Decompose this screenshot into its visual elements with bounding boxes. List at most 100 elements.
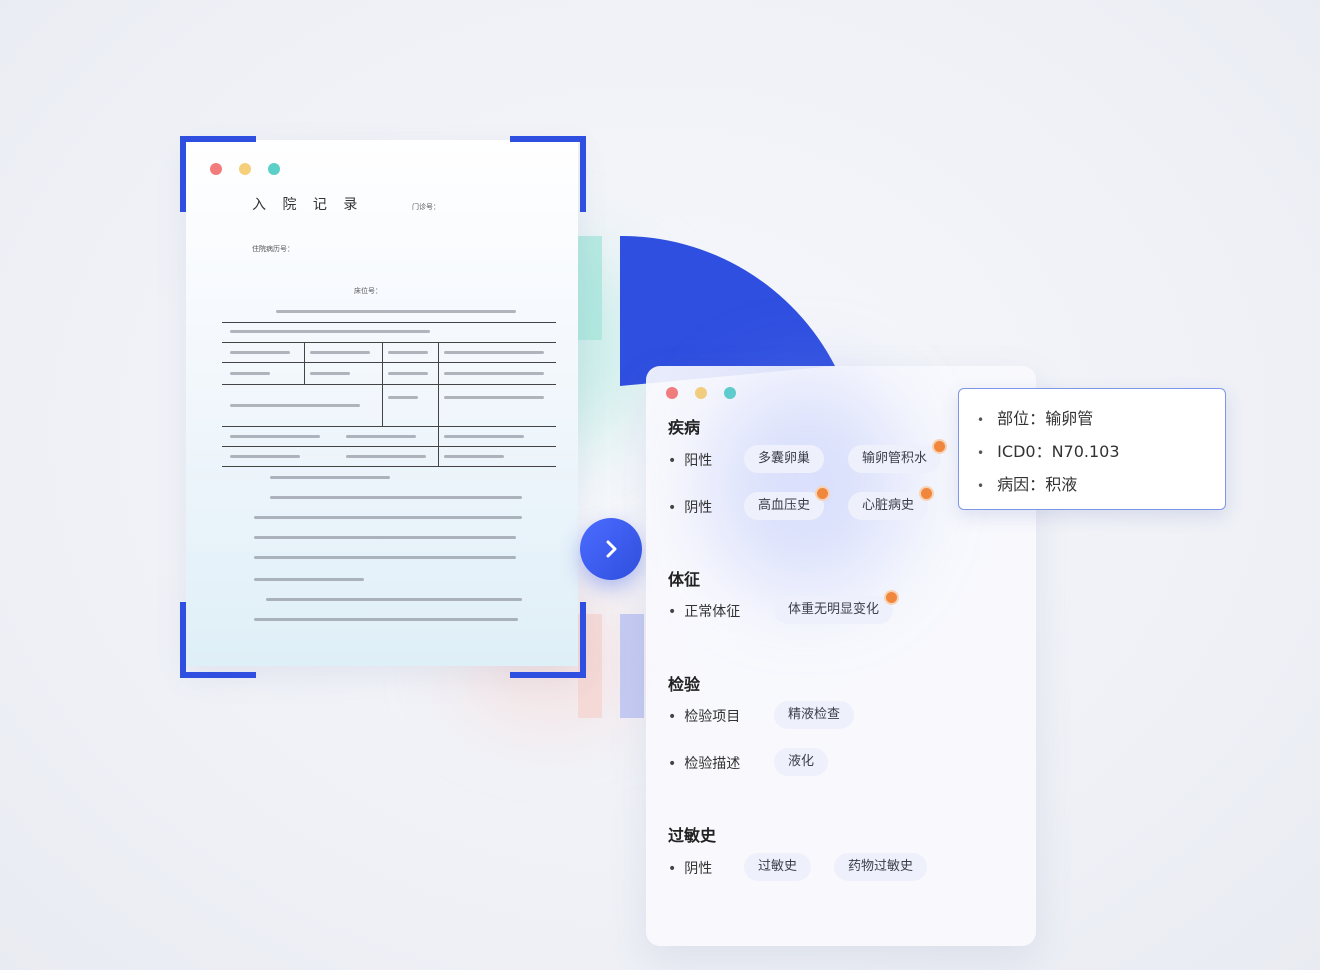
- tag-text: 过敏史: [758, 859, 798, 874]
- tag-hypertension-history[interactable]: 高血压史: [744, 486, 831, 520]
- section-title-disease: 疾病: [668, 418, 701, 437]
- tag-allergy-history[interactable]: 过敏史: [744, 853, 812, 881]
- doc-text-line: [444, 435, 524, 438]
- scan-corner-top-left: [180, 136, 256, 212]
- tag-text: 液化: [788, 754, 815, 769]
- popover-cause-value: 积液: [1045, 475, 1078, 494]
- doc-text-line: [310, 372, 350, 375]
- document-title: 入 院 记 录: [252, 197, 364, 213]
- tag-semen-test[interactable]: 精液检查: [774, 701, 855, 729]
- table-rule: [222, 426, 556, 427]
- popover-site-row: 部位：输卵管: [977, 405, 1093, 429]
- doc-text-line: [230, 404, 360, 407]
- doc-paragraph-line: [254, 516, 522, 519]
- dot-teal: [724, 387, 736, 399]
- popover-icd-value: N70.103: [1051, 442, 1120, 461]
- table-rule: [222, 342, 556, 343]
- badge-dot: [815, 486, 831, 501]
- window-dots: [210, 160, 297, 179]
- dot-yellow: [695, 387, 707, 399]
- popover-site-label: 部位：: [997, 409, 1046, 428]
- scan-corner-bottom-left: [180, 602, 256, 678]
- tag-text: 精液检查: [788, 707, 841, 722]
- badge-dot: [932, 439, 948, 454]
- doc-text-line: [310, 351, 370, 354]
- tag-weight-stable[interactable]: 体重无明显变化: [774, 590, 900, 624]
- table-rule: [222, 362, 556, 363]
- popover-cause-row: 病因：积液: [977, 471, 1077, 495]
- panel-glow: [706, 376, 906, 596]
- dot-yellow: [239, 163, 251, 175]
- document-header-right: 门诊号：: [412, 202, 440, 212]
- doc-text-line: [444, 455, 504, 458]
- section-title-tests: 检验: [668, 675, 701, 694]
- tag-drug-allergy-history[interactable]: 药物过敏史: [834, 853, 928, 881]
- doc-paragraph-line: [254, 618, 518, 621]
- row-label-test-description: 检验描述: [668, 753, 740, 773]
- tag-hydrosalpinx[interactable]: 输卵管积水: [848, 439, 948, 473]
- bed-no-label: 床位号：: [354, 287, 382, 295]
- dot-red: [210, 163, 222, 175]
- table-rule: [222, 466, 556, 467]
- popover-site-value: 输卵管: [1045, 409, 1094, 428]
- table-rule: [222, 446, 556, 447]
- doc-text-line: [346, 455, 426, 458]
- tag-text: 药物过敏史: [848, 859, 914, 874]
- tag-text: 体重无明显变化: [788, 602, 880, 617]
- doc-paragraph-line: [266, 598, 522, 601]
- scan-corner-top-right: [510, 136, 586, 212]
- medical-document-card: 入 院 记 录 门诊号： 住院病历号： 床位号：: [186, 140, 578, 666]
- table-rule: [222, 384, 556, 385]
- tag-text: 心脏病史: [862, 498, 915, 513]
- doc-text-line: [388, 396, 418, 399]
- doc-text-line: [230, 435, 320, 438]
- doc-text-line: [230, 455, 300, 458]
- table-rule: [222, 322, 556, 323]
- tag-liquefaction[interactable]: 液化: [774, 748, 829, 776]
- entity-detail-popover: 部位：输卵管 ICD0：N70.103 病因：积液: [958, 388, 1226, 510]
- table-col: [304, 342, 305, 384]
- section-title-signs: 体征: [668, 570, 701, 589]
- row-label-positive: 阳性: [668, 450, 712, 470]
- chevron-right-icon: [606, 540, 617, 558]
- popover-cause-label: 病因：: [997, 475, 1046, 494]
- teal-strip: [578, 236, 602, 340]
- tag-text: 高血压史: [758, 498, 811, 513]
- row-label-allergy-negative: 阴性: [668, 858, 712, 878]
- tag-polycystic-ovary[interactable]: 多囊卵巢: [744, 445, 825, 473]
- violet-strip: [620, 614, 644, 718]
- tag-heart-disease-history[interactable]: 心脏病史: [848, 486, 935, 520]
- doc-text-line: [346, 435, 416, 438]
- doc-text-line: [444, 396, 544, 399]
- popover-icd-row: ICD0：N70.103: [977, 438, 1120, 462]
- dot-red: [666, 387, 678, 399]
- doc-text-line: [388, 351, 428, 354]
- dot-teal: [268, 163, 280, 175]
- section-title-allergy: 过敏史: [668, 826, 717, 845]
- doc-paragraph-line: [254, 578, 364, 581]
- popover-icd-label: ICD0：: [997, 442, 1052, 461]
- doc-text-line: [230, 372, 270, 375]
- doc-text-line: [444, 372, 544, 375]
- doc-text-line: [230, 351, 290, 354]
- doc-text-line: [388, 372, 428, 375]
- doc-paragraph-line: [254, 536, 516, 539]
- table-col: [438, 342, 439, 466]
- tag-text: 输卵管积水: [862, 451, 928, 466]
- doc-text-line: [276, 310, 516, 313]
- doc-paragraph-line: [270, 476, 390, 479]
- next-arrow-button[interactable]: [580, 518, 642, 580]
- record-no-label: 住院病历号：: [252, 245, 294, 253]
- row-label-normal-signs: 正常体征: [668, 601, 740, 621]
- table-col: [382, 342, 383, 426]
- row-label-test-items: 检验项目: [668, 706, 740, 726]
- panel-window-dots: [666, 384, 753, 403]
- row-label-negative: 阴性: [668, 497, 712, 517]
- doc-text-line: [444, 351, 544, 354]
- pie-shape: [620, 236, 835, 386]
- badge-dot: [884, 590, 900, 605]
- doc-paragraph-line: [254, 556, 516, 559]
- doc-paragraph-line: [270, 496, 522, 499]
- outpatient-label: 门诊号：: [412, 203, 440, 211]
- doc-text-line: [230, 330, 430, 333]
